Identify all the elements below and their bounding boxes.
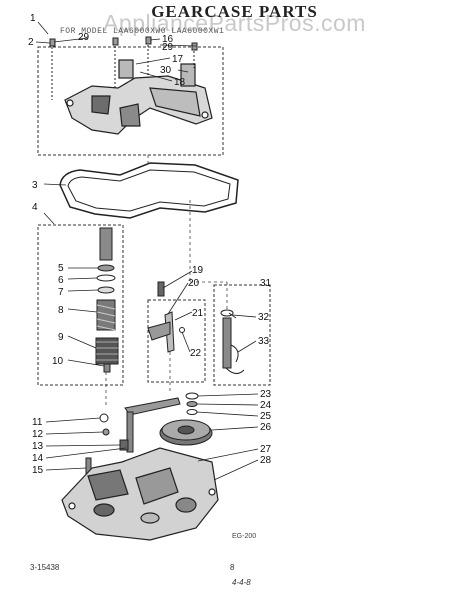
- pinion-assembly: [95, 227, 119, 373]
- callout-label: 27: [260, 444, 272, 455]
- date-stamp: 4-4-8: [232, 578, 251, 587]
- callout-label: 15: [32, 465, 44, 476]
- callout-label: 4: [32, 202, 38, 213]
- callout-label: 20: [188, 278, 200, 289]
- callout-label: 6: [58, 275, 64, 286]
- shaft-assembly: [220, 309, 245, 374]
- callout-label: 24: [260, 400, 272, 411]
- callout-label: 13: [32, 441, 44, 452]
- callout-label: 17: [172, 54, 184, 65]
- shaft-group-box: [213, 284, 271, 386]
- top-cover-group-box: [37, 46, 224, 156]
- watermark: AppliancePartsPros.com: [103, 10, 366, 36]
- callout-label: 26: [260, 422, 272, 433]
- callout-label: 8: [58, 305, 64, 316]
- gearcase-housing-part: [61, 447, 219, 541]
- callout-label: 16: [162, 34, 174, 45]
- callout-label: 30: [160, 65, 172, 76]
- callout-label: 12: [32, 429, 44, 440]
- callout-label: 21: [192, 308, 204, 319]
- callout-label: 33: [258, 336, 270, 347]
- callout-label: 7: [58, 287, 64, 298]
- callout-label: 29: [78, 32, 90, 43]
- callout-label: 11: [32, 417, 43, 428]
- shift-fork-group-box: [147, 299, 206, 383]
- page-title: GEARCASE PARTS: [151, 2, 318, 21]
- page-number: 8: [230, 563, 235, 572]
- callout-label: 3: [32, 180, 38, 191]
- callout-label: 32: [258, 312, 270, 323]
- callout-label: 1: [30, 13, 36, 24]
- callout-label: 10: [52, 356, 64, 367]
- callout-label: 23: [260, 389, 272, 400]
- callout-label: 29: [162, 42, 174, 53]
- callout-label: 18: [174, 77, 186, 88]
- callout-labels: 1 2 29 16 17 29 30 18 3 4 5 6 7 8 9 10 1…: [28, 13, 272, 476]
- gearcase-cover-part: [64, 59, 213, 135]
- callout-label: 14: [32, 453, 44, 464]
- part-number: 3-15438: [30, 563, 60, 572]
- callout-label: 2: [28, 37, 34, 48]
- callout-label: 22: [190, 348, 202, 359]
- callout-label: 28: [260, 455, 272, 466]
- cover-screws: [49, 36, 198, 100]
- callout-label: 9: [58, 332, 64, 343]
- gasket-part: [59, 162, 239, 219]
- callout-label: 25: [260, 411, 272, 422]
- callout-label: 19: [192, 265, 204, 276]
- diagram-code: EG-200: [232, 533, 256, 540]
- callout-label: 5: [58, 263, 64, 274]
- pinion-group-box: [37, 224, 124, 386]
- shift-fork-assembly: [147, 281, 185, 353]
- model-line: FOR MODEL LAA6000XW0 LAA6000XW1: [60, 27, 225, 36]
- callout-label: 31: [260, 278, 272, 289]
